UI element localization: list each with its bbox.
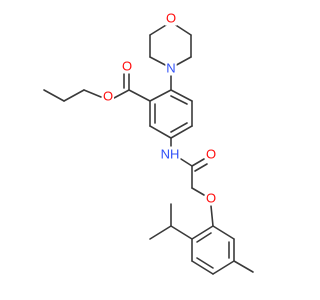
bond bbox=[191, 187, 205, 196]
atom-label-background bbox=[204, 190, 218, 206]
atom-o-ether: O bbox=[204, 190, 218, 206]
atom-o-morpholine-label: O bbox=[166, 11, 176, 26]
bond bbox=[43, 89, 65, 102]
bond bbox=[210, 205, 214, 227]
bond bbox=[63, 89, 85, 102]
atom-o-ester-label: O bbox=[103, 89, 113, 104]
bond bbox=[149, 225, 172, 240]
bond-layer bbox=[43, 21, 254, 275]
atom-n-morpholine-label: N bbox=[166, 61, 175, 76]
bond bbox=[170, 89, 193, 102]
atom-label-background bbox=[101, 88, 115, 104]
atom-label-background bbox=[159, 146, 181, 162]
atom-o-carbonyl-amide: O bbox=[204, 146, 218, 162]
atom-nh-amide: NH bbox=[159, 146, 181, 162]
atom-o-carbonyl-ester-label: O bbox=[122, 59, 132, 74]
bond bbox=[194, 163, 208, 172]
atom-n-morpholine: N bbox=[165, 60, 177, 76]
bond bbox=[128, 89, 151, 102]
atom-o-morpholine: O bbox=[164, 10, 178, 26]
bond bbox=[170, 122, 188, 133]
bond bbox=[83, 89, 102, 98]
bond bbox=[170, 125, 193, 139]
bond bbox=[170, 95, 188, 105]
atom-label-background bbox=[165, 60, 177, 76]
atom-nh-amide-label: NH bbox=[161, 147, 180, 162]
bond bbox=[191, 158, 205, 167]
atom-label-background bbox=[164, 10, 178, 26]
bond bbox=[196, 257, 214, 269]
bond bbox=[191, 225, 214, 240]
bond bbox=[180, 158, 193, 167]
bond bbox=[170, 225, 193, 240]
bond bbox=[212, 260, 235, 275]
atom-label-background bbox=[204, 146, 218, 162]
atom-o-ester: O bbox=[101, 88, 115, 104]
bond bbox=[212, 225, 235, 240]
bond bbox=[233, 260, 254, 273]
bond bbox=[149, 89, 172, 102]
atom-label-background bbox=[120, 58, 134, 74]
structure-canvas: O N O O O NH O bbox=[43, 10, 254, 275]
atom-label-layer: O N O O O NH O bbox=[101, 10, 218, 206]
atom-o-ether-label: O bbox=[206, 191, 216, 206]
bond bbox=[149, 125, 172, 139]
atom-o-carbonyl-ester: O bbox=[120, 58, 134, 74]
bond bbox=[191, 260, 214, 275]
atom-o-carbonyl-amide-label: O bbox=[206, 147, 216, 162]
molecule-structure: O N O O O NH O bbox=[43, 10, 254, 275]
bond bbox=[113, 89, 130, 99]
bond bbox=[196, 232, 212, 243]
